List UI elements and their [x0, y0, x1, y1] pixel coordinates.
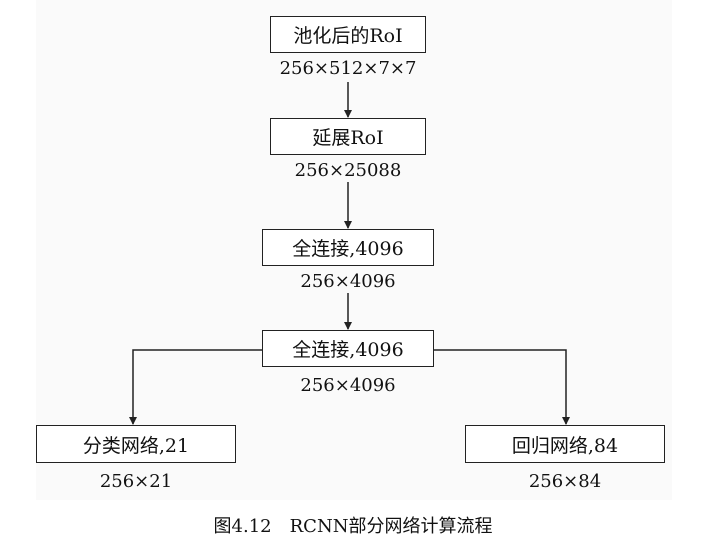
- fc1-dims: 256×4096: [300, 271, 396, 292]
- regressor-label: 回归网络,84: [511, 434, 619, 457]
- classifier-node: 分类网络,21: [36, 425, 236, 463]
- flatten-roi-node: 延展RoI: [270, 118, 426, 155]
- figure-caption: 图4.12 RCNN部分网络计算流程: [213, 516, 493, 537]
- regressor-dims: 256×84: [528, 471, 602, 492]
- flatten-roi-label: 延展RoI: [312, 127, 384, 149]
- arrow-fc2-to-classifier: [129, 349, 262, 425]
- pooled-roi-node: 池化后的RoI: [270, 16, 426, 53]
- pooled-roi-label: 池化后的RoI: [293, 25, 403, 47]
- fc2-label: 全连接,4096: [292, 339, 404, 361]
- regressor-node: 回归网络,84: [465, 425, 665, 463]
- classifier-dims: 256×21: [99, 471, 173, 492]
- arrow-fc2-to-regressor: [434, 349, 570, 425]
- fc2-dims: 256×4096: [300, 375, 396, 396]
- fc1-label: 全连接,4096: [292, 238, 404, 260]
- flatten-roi-dims: 256×25088: [294, 160, 402, 181]
- classifier-label: 分类网络,21: [82, 434, 190, 457]
- fc1-node: 全连接,4096: [262, 229, 434, 266]
- fc2-node: 全连接,4096: [262, 330, 434, 367]
- pooled-roi-dims: 256×512×7×7: [279, 58, 417, 79]
